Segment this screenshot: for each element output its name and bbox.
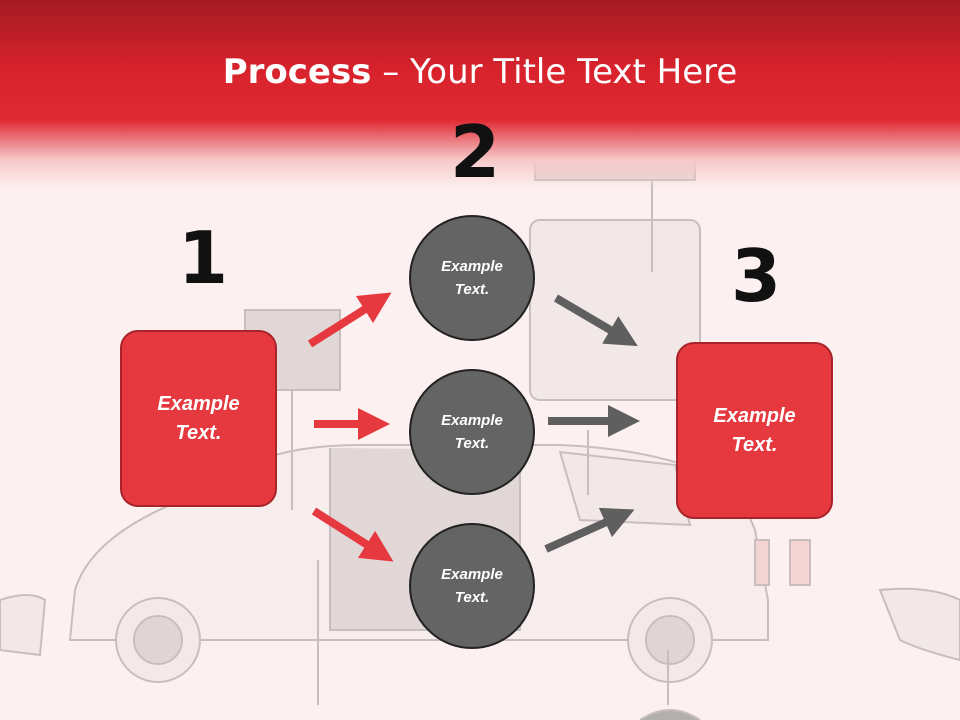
process-circle-bottom: Example Text. <box>409 523 535 649</box>
slide-title: Process – Your Title Text Here <box>0 52 960 92</box>
header-band <box>0 0 960 190</box>
title-bold: Process <box>222 52 372 92</box>
arrow-gray-down <box>553 294 638 347</box>
process-circle-middle: Example Text. <box>409 369 535 495</box>
arrow-gray-up <box>544 507 635 553</box>
process-circle-top: Example Text. <box>409 215 535 341</box>
step-1-box: Example Text. <box>120 330 277 507</box>
step-3-box: Example Text. <box>676 342 833 519</box>
arrow-red-up <box>307 292 392 348</box>
title-rest: – Your Title Text Here <box>371 52 738 92</box>
step-number-1: 1 <box>178 216 229 300</box>
step-number-3: 3 <box>731 234 782 318</box>
step-number-2: 2 <box>450 110 501 194</box>
arrow-red-down <box>311 507 394 562</box>
